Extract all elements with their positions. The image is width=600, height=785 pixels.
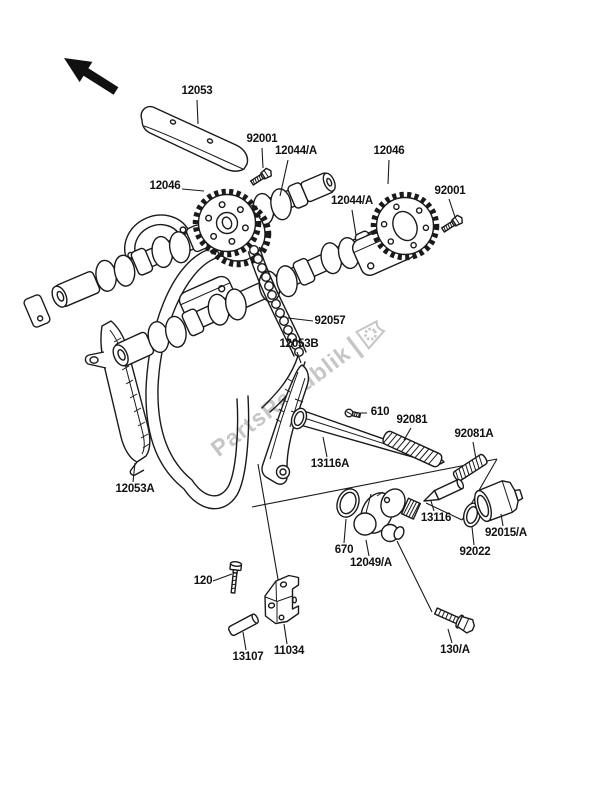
part-label-92081a: 92081A xyxy=(454,428,494,440)
tensioner-body-12049a xyxy=(353,488,422,543)
part-label-11034: 11034 xyxy=(273,645,305,657)
part-label-92022: 92022 xyxy=(459,546,491,558)
part-label-120: 120 xyxy=(193,575,213,587)
part-label-12053b: 12053B xyxy=(279,338,319,350)
part-label-12049a: 12049/A xyxy=(349,557,393,569)
part-label-610: 610 xyxy=(370,406,390,418)
sprocket-bolt-92001-right xyxy=(440,214,463,233)
watermark-flag-icon xyxy=(354,319,386,350)
bolt-130a xyxy=(433,607,475,634)
part-label-12046-rear: 12046 xyxy=(373,145,405,157)
part-label-13116: 13116 xyxy=(420,512,452,524)
part-label-13107: 13107 xyxy=(232,651,264,663)
tensioner-spring-92081 xyxy=(382,430,443,468)
part-label-92081: 92081 xyxy=(396,414,428,426)
leader-lines xyxy=(132,99,504,651)
part-label-130a: 130/A xyxy=(440,644,470,656)
tensioner-spring-92081a xyxy=(452,453,488,482)
watermark: PartsRepublik| xyxy=(205,312,392,464)
tensioner-cap-92015a xyxy=(474,480,524,523)
bolt-120 xyxy=(229,561,243,594)
chain-guide-12053 xyxy=(140,105,249,172)
part-label-12053a: 12053A xyxy=(115,483,155,495)
part-label-12046-front: 12046 xyxy=(149,180,181,192)
screw-610 xyxy=(344,408,362,419)
part-label-92057: 92057 xyxy=(314,315,346,327)
part-label-670: 670 xyxy=(334,544,354,556)
part-label-92015a: 92015/A xyxy=(484,527,528,539)
part-label-12053: 12053 xyxy=(181,85,213,97)
cam-sprocket-front xyxy=(192,188,272,268)
cam-sprocket-rear xyxy=(370,191,440,261)
bracket-11034 xyxy=(264,574,300,625)
part-label-92001-left: 92001 xyxy=(246,133,278,145)
part-label-92001-right: 92001 xyxy=(434,185,466,197)
part-label-13116a: 13116A xyxy=(310,458,350,470)
pin-13107 xyxy=(228,613,259,637)
part-label-12044a-front: 12044/A xyxy=(274,145,318,157)
front-direction-arrow-icon xyxy=(64,58,119,95)
part-label-12044a-rear: 12044/A xyxy=(330,195,374,207)
o-ring-670 xyxy=(336,488,360,518)
tensioner-rod-13116 xyxy=(423,478,465,502)
cam-chain-92057 xyxy=(247,244,307,358)
chain-guide-12053b xyxy=(261,364,310,485)
sprocket-bolt-92001-left xyxy=(249,167,272,186)
